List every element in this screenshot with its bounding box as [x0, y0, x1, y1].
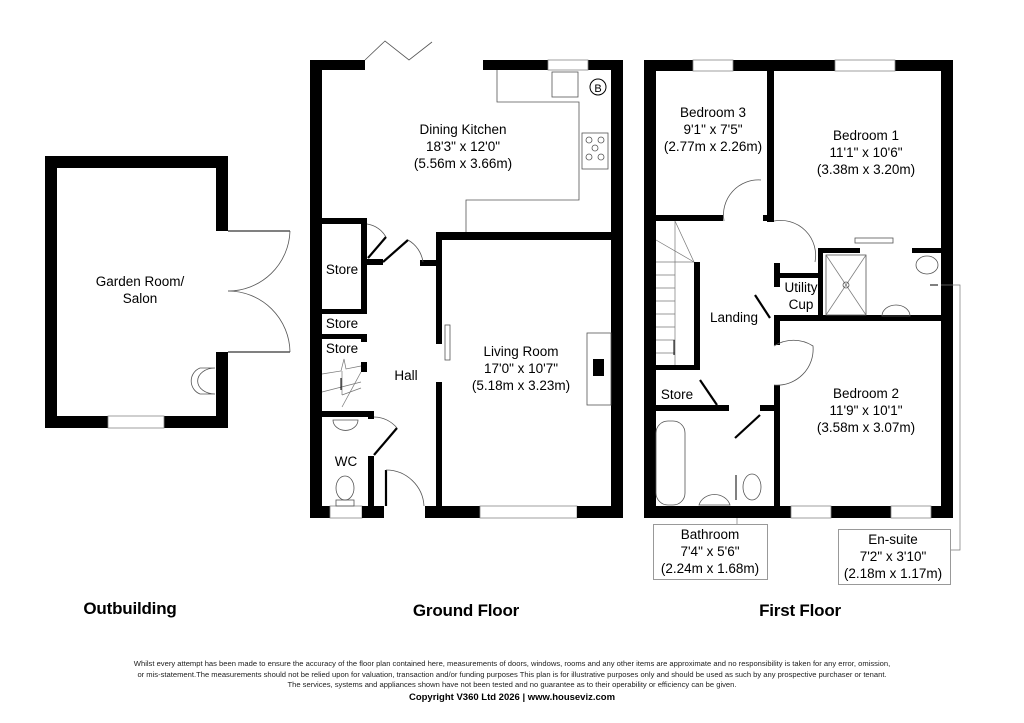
disclaimer-line-3: The services, systems and appliances sho…: [287, 680, 737, 689]
room-metric-dims: (3.58m x 3.07m): [816, 420, 916, 435]
room-metric-dims: (2.77m x 2.26m): [663, 139, 763, 154]
disclaimer-line-1: Whilst every attempt has been made to en…: [133, 659, 891, 668]
ground-floor-plan: [310, 40, 623, 519]
room-hall: Hall: [394, 367, 417, 384]
room-garden-room: Garden Room/ Salon: [96, 273, 185, 307]
room-store-3: Store: [326, 340, 358, 357]
room-name: Landing: [709, 310, 759, 325]
room-store-ff: Store: [661, 386, 693, 403]
room-name: En-suite: [868, 532, 918, 547]
room-bedroom-2: Bedroom 2 11'9" x 10'1" (3.58m x 3.07m): [817, 385, 915, 436]
room-imperial-dims: 7'4" x 5'6": [680, 544, 740, 559]
room-store-1: Store: [326, 261, 358, 278]
room-name-cont: Cup: [788, 297, 814, 312]
room-utility-cupboard: Utility Cup: [785, 279, 818, 313]
room-name: Bathroom: [680, 527, 740, 542]
floor-title-outbuilding: Outbuilding: [83, 599, 177, 618]
disclaimer-line-2: or mis-statement.The measurements should…: [137, 669, 887, 679]
room-name: Store: [325, 341, 359, 356]
copyright: Copyright V360 Ltd 2026 | www.houseviz.c…: [408, 692, 616, 703]
room-name: Store: [325, 262, 359, 277]
room-name: Bedroom 1: [832, 128, 900, 143]
room-name: Garden Room/: [95, 274, 185, 289]
room-metric-dims: (5.18m x 3.23m): [471, 378, 571, 393]
en-suite-callout: [838, 529, 951, 585]
room-dining-kitchen: Dining Kitchen 18'3" x 12'0" (5.56m x 3.…: [414, 121, 512, 172]
room-en-suite: En-suite 7'2" x 3'10" (2.18m x 1.17m): [844, 531, 942, 582]
room-imperial-dims: 17'0" x 10'7": [483, 361, 559, 376]
room-name: Dining Kitchen: [419, 122, 507, 137]
room-imperial-dims: 9'1" x 7'5": [683, 122, 743, 137]
room-metric-dims: (5.56m x 3.66m): [413, 156, 513, 171]
room-name: Bedroom 2: [832, 386, 900, 401]
room-landing: Landing: [710, 309, 758, 326]
boiler-icon: B: [594, 83, 601, 95]
room-name: Hall: [394, 368, 418, 383]
room-name: Utility: [784, 280, 818, 295]
room-metric-dims: (3.38m x 3.20m): [816, 162, 916, 177]
room-metric-dims: (2.24m x 1.68m): [660, 561, 760, 576]
bathroom-callout: [653, 524, 768, 580]
room-name: Living Room: [483, 344, 559, 359]
room-bedroom-3: Bedroom 3 9'1" x 7'5" (2.77m x 2.26m): [664, 104, 762, 155]
room-imperial-dims: 11'9" x 10'1": [829, 403, 903, 418]
room-metric-dims: (2.18m x 1.17m): [843, 566, 943, 581]
floor-title-ground: Ground Floor: [412, 601, 520, 620]
room-imperial-dims: 18'3" x 12'0": [425, 139, 501, 154]
room-wc: WC: [335, 453, 358, 470]
room-name-cont: Salon: [122, 291, 158, 306]
room-imperial-dims: 11'1" x 10'6": [829, 145, 903, 160]
outbuilding-plan: [45, 156, 291, 429]
room-living-room: Living Room 17'0" x 10'7" (5.18m x 3.23m…: [472, 343, 570, 394]
room-imperial-dims: 7'2" x 3'10": [859, 549, 927, 564]
disclaimer: Whilst every attempt has been made to en…: [0, 659, 1024, 691]
room-store-2: Store: [326, 315, 358, 332]
room-bedroom-1: Bedroom 1 11'1" x 10'6" (3.38m x 3.20m): [817, 127, 915, 178]
room-name: Store: [325, 316, 359, 331]
room-name: WC: [334, 454, 358, 469]
room-name: Bedroom 3: [679, 105, 747, 120]
floor-title-first: First Floor: [759, 601, 841, 620]
room-name: Store: [660, 387, 694, 402]
first-floor-plan: [644, 59, 961, 551]
room-bathroom: Bathroom 7'4" x 5'6" (2.24m x 1.68m): [661, 526, 759, 577]
